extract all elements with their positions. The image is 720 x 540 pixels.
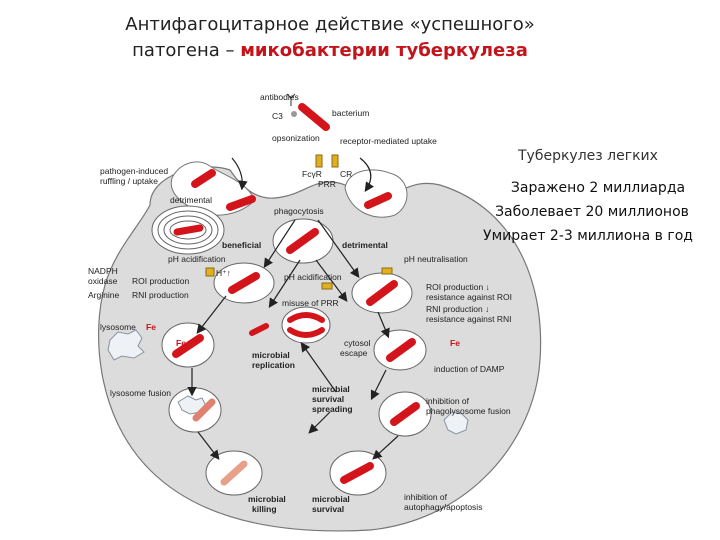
label-roi-prod-left: ROI production — [132, 276, 189, 286]
label-rni-prod-left: RNI production — [132, 290, 189, 300]
bacterium-ruffling — [191, 169, 216, 188]
bacterium-survival — [390, 402, 420, 426]
label-inhib-phago-2: phagolysosome fusion — [426, 406, 511, 416]
label-arginine: Arginine — [88, 290, 119, 300]
proton-pump — [205, 267, 215, 277]
bacterium-misuse-2 — [287, 327, 325, 338]
label-rni-resist: resistance against RNI — [426, 314, 512, 324]
bacterium-phagosome-center — [286, 228, 319, 254]
label-prr: PRR — [318, 179, 336, 189]
label-cytosol-2: escape — [340, 348, 368, 358]
lysosome-left — [107, 329, 145, 361]
label-spread-2: survival — [312, 394, 344, 404]
label-opsonization: opsonization — [272, 133, 320, 143]
label-ph-acid-mid: pH acidification — [284, 272, 342, 282]
label-survival-2: survival — [312, 504, 344, 514]
label-pathogen-induced: pathogen-induced — [100, 166, 168, 176]
label-replication-1: microbial — [252, 350, 290, 360]
bacterium-survival-2 — [340, 462, 374, 484]
stat-infected: Заражено 2 миллиарда — [510, 180, 686, 196]
receptor-cr — [331, 154, 339, 168]
bacterium-lower-left — [172, 334, 204, 358]
label-nadph: NADPH — [88, 266, 118, 276]
label-cr: CR — [340, 169, 352, 179]
c3-dot — [291, 111, 297, 117]
label-killing-2: killing — [252, 504, 277, 514]
label-fe-1: Fe — [146, 322, 156, 332]
label-bacterium: bacterium — [332, 108, 369, 118]
label-h-plus: H⁺↑ — [216, 268, 231, 278]
title-line-1-text: Антифагоцитарное действие «успешного» — [125, 14, 535, 35]
label-lysosome-fusion: lysosome fusion — [110, 388, 171, 398]
lysosome-right — [443, 411, 469, 435]
label-spread-1: microbial — [312, 384, 350, 394]
ph-neutral-marker — [381, 267, 393, 275]
bacterium-pocket-mid — [226, 195, 256, 211]
side-heading: Туберкулез легких — [518, 148, 658, 164]
label-c3: C3 — [272, 111, 283, 121]
label-roi-resist: resistance against ROI — [426, 292, 512, 302]
title-line-2-highlight: микобактерии туберкулеза — [240, 40, 528, 61]
receptor-fcyr — [315, 154, 323, 168]
bacterium-lysosome-fusion — [192, 398, 216, 422]
label-antibodies: antibodies — [260, 92, 299, 102]
label-receptor-uptake: receptor-mediated uptake — [340, 136, 437, 146]
label-ph-neutral: pH neutralisation — [404, 254, 468, 264]
label-fcyr: FcγR — [302, 169, 322, 179]
bacterium-pocket-right — [364, 192, 392, 209]
bacterium-outside — [298, 103, 330, 131]
bacterium-misuse — [287, 312, 325, 323]
label-beneficial: beneficial — [222, 240, 261, 250]
stat-sick: Заболевает 20 миллионов — [495, 204, 689, 220]
label-rni-prod-right: RNI production ↓ — [426, 304, 489, 314]
label-fe-2: Fe — [176, 338, 186, 348]
label-oxidase: oxidase — [88, 276, 118, 286]
bacterium-detrimental — [173, 224, 204, 236]
label-inhib-auto-2: autophagy/apoptosis — [404, 502, 482, 512]
label-replication-2: replication — [252, 360, 295, 370]
label-inhib-phago-1: inhibition of — [426, 396, 470, 406]
label-lysosome: lysosome — [100, 322, 136, 332]
label-inhib-auto-1: inhibition of — [404, 492, 448, 502]
bacterium-phagosome-left — [228, 272, 260, 294]
label-induction-damp: induction of DAMP — [434, 364, 505, 374]
bacterium-free-left — [249, 323, 269, 336]
label-ph-acid-left: pH acidification — [168, 254, 226, 264]
label-killing-1: microbial — [248, 494, 286, 504]
label-survival-1: microbial — [312, 494, 350, 504]
label-roi-prod-right: ROI production ↓ — [426, 282, 490, 292]
label-ruffling: ruffling / uptake — [100, 176, 158, 186]
title-line-2: патогена – микобактерии туберкулеза — [0, 40, 660, 61]
ph-acid-marker — [321, 282, 333, 290]
label-detrimental-mid: detrimental — [342, 240, 388, 250]
label-misuse-prr: misuse of PRR — [282, 298, 339, 308]
antibody-icon — [286, 93, 296, 106]
receptor-pocket — [344, 169, 408, 218]
title-line-2-plain: патогена – — [132, 40, 241, 61]
bacterium-phagosome-right — [366, 280, 398, 306]
label-phagocytosis: phagocytosis — [274, 206, 324, 216]
label-cytosol-1: cytosol — [344, 338, 371, 348]
title-line-1: Антифагоцитарное действие «успешного» — [0, 14, 660, 35]
bacterium-cytosol — [386, 338, 416, 362]
label-fe-3: Fe — [450, 338, 460, 348]
stat-deaths: Умирает 2-3 миллиона в год — [483, 228, 693, 244]
bacterium-killing — [220, 460, 248, 486]
label-spread-3: spreading — [312, 404, 353, 414]
macrophage-cell — [98, 166, 542, 532]
label-detrimental-left: detrimental — [170, 195, 212, 205]
